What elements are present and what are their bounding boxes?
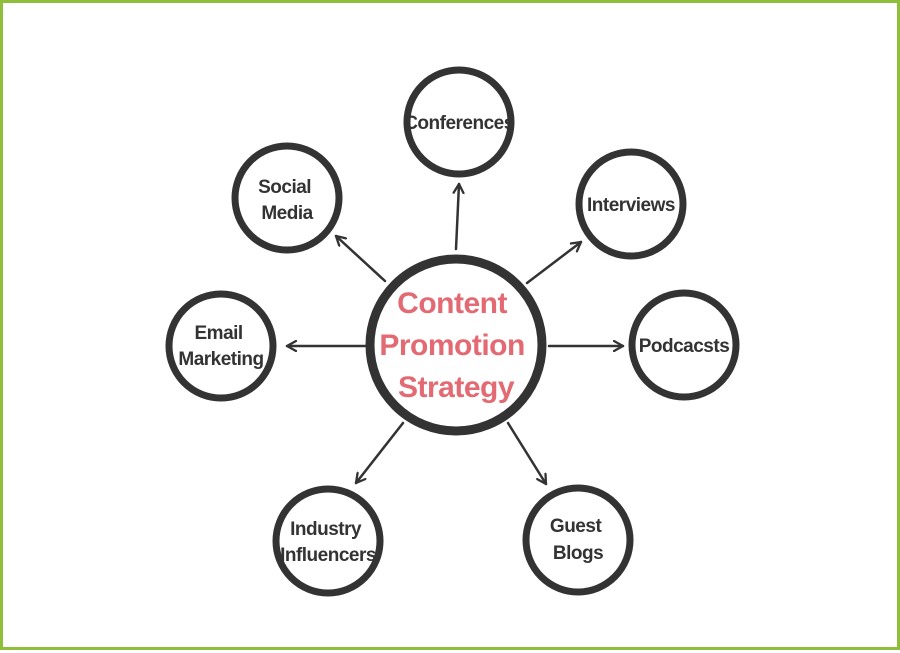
center-title: Content Promotion Strategy (379, 287, 532, 404)
node-podcasts: Podcacsts (628, 289, 740, 401)
node-email-marketing: Email Marketing (165, 290, 277, 402)
arrow-to-social-media (334, 234, 387, 283)
arrow-to-guest-blogs (506, 421, 548, 486)
node-conferences-label: Conferences (404, 113, 514, 134)
node-interviews: Interviews (575, 148, 687, 260)
arrow-to-industry-influencers (354, 421, 405, 485)
node-email-marketing-label: Email Marketing (178, 323, 263, 370)
center-line-2: Promotion (379, 329, 525, 362)
center-node: Content Promotion Strategy (365, 254, 547, 436)
node-social-media-label: Social Media (258, 177, 316, 224)
node-interviews-label: Interviews (587, 195, 675, 216)
center-line-1: Content (397, 287, 507, 320)
node-podcasts-label: Podcacsts (639, 336, 730, 357)
node-industry-influencers-label: Industry Influencers (280, 519, 376, 566)
content-promotion-diagram: Content Promotion Strategy Conferences I… (165, 66, 740, 597)
arrow-to-conferences (456, 182, 459, 251)
node-guest-blogs-label: Guest Blogs (550, 516, 606, 564)
center-line-3: Strategy (398, 371, 515, 404)
arrow-to-interviews (525, 240, 583, 285)
node-guest-blogs: Guest Blogs (522, 484, 634, 596)
node-conferences: Conferences (403, 66, 515, 178)
node-social-media: Social Media (231, 142, 343, 254)
node-industry-influencers: Industry Influencers (272, 485, 384, 597)
